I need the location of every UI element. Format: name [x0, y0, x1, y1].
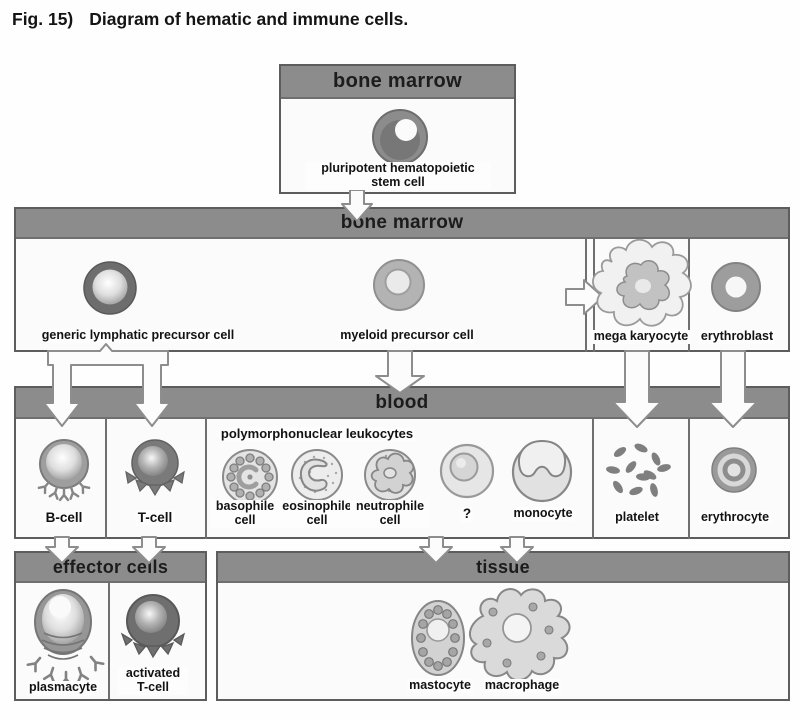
arrow-erythroblast-to-erythrocyte-icon	[708, 350, 758, 428]
arrow-bcell-to-effector-icon	[45, 536, 79, 564]
divider	[688, 237, 690, 352]
label-unknown: ?	[460, 506, 474, 522]
divider	[105, 417, 107, 539]
label-monocyte: monocyte	[511, 506, 575, 521]
label-basophile: basophile cell	[210, 499, 280, 528]
platelet-icon	[606, 443, 671, 497]
myeloid-precursor-cell-icon	[373, 259, 425, 311]
activated-t-cell-icon	[120, 594, 186, 659]
monocyte-cell-icon	[511, 439, 573, 503]
label-lymphatic-precursor: generic lymphatic precursor cell	[39, 328, 237, 343]
erythrocyte-cell-icon	[711, 447, 757, 493]
basophile-cell-icon	[222, 449, 278, 505]
label-stem-cell: pluripotent hematopoietic stem cell	[305, 161, 491, 190]
stem-box-header: bone marrow	[281, 66, 514, 99]
label-megakaryocyte: mega karyocyte	[591, 329, 691, 344]
eosinophile-cell-icon	[291, 449, 343, 501]
figure-number: Fig. 15)	[12, 9, 74, 29]
label-t-cell: T-cell	[135, 510, 175, 526]
megakaryocyte-cell-icon	[592, 238, 692, 327]
arrow-myeloid-to-blood-icon	[375, 350, 425, 394]
label-erythrocyte: erythrocyte	[698, 510, 772, 525]
divider	[205, 417, 207, 539]
label-activated-t-cell: activated T-cell	[118, 666, 188, 695]
arrow-tcell-to-effector-icon	[132, 536, 166, 564]
arrow-unknown-to-tissue-icon	[419, 536, 453, 564]
label-myeloid-precursor: myeloid precursor cell	[338, 328, 476, 343]
unknown-cell-icon	[439, 443, 495, 499]
neutrophile-cell-icon	[364, 449, 416, 501]
plasmacyte-cell-icon	[26, 589, 105, 687]
t-cell-icon	[125, 439, 185, 497]
figure-title: Fig. 15) Diagram of hematic and immune ce…	[12, 9, 408, 30]
arrow-myeloid-to-megakaryocyte-icon	[565, 279, 604, 315]
erythroblast-cell-icon	[711, 262, 761, 312]
label-plasmacyte: plasmacyte	[26, 680, 100, 695]
figure-caption: Diagram of hematic and immune cells.	[89, 9, 409, 29]
arrow-monocyte-to-tissue-icon	[500, 536, 534, 564]
label-platelet: platelet	[613, 510, 661, 525]
label-neutrophile: neutrophile cell	[350, 499, 430, 528]
effector-header: effector cells	[16, 553, 205, 583]
tissue-box: tissue	[216, 551, 790, 701]
divider	[108, 581, 110, 699]
stem-cell-icon	[372, 109, 428, 165]
tissue-header: tissue	[218, 553, 788, 583]
macrophage-cell-icon	[468, 588, 571, 682]
label-b-cell: B-cell	[43, 510, 85, 526]
label-macrophage: macrophage	[482, 678, 562, 693]
label-mastocyte: mastocyte	[407, 678, 473, 693]
arrow-stem-to-marrow-icon	[341, 189, 373, 222]
label-eosinophile: eosinophile cell	[277, 499, 357, 528]
b-cell-icon	[37, 439, 91, 502]
divider	[592, 417, 594, 539]
label-pmn-group: polymorphonuclear leukocytes	[218, 426, 416, 442]
lymphatic-precursor-cell-icon	[83, 261, 137, 315]
mastocyte-cell-icon	[411, 600, 465, 676]
arrow-mega-to-platelet-icon	[612, 350, 662, 428]
label-erythroblast: erythroblast	[698, 329, 776, 344]
arrow-lymphatic-branch-icon	[43, 343, 171, 427]
divider	[688, 417, 690, 539]
bone-marrow-header: bone marrow	[16, 209, 788, 239]
